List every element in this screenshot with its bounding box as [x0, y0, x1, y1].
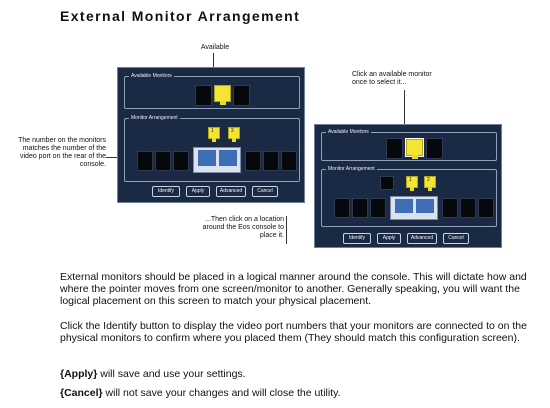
callout-number-matches: The number on the monitors matches the n…: [18, 137, 106, 168]
apply-label: {Apply}: [60, 368, 98, 380]
left-monitor-2[interactable]: 2: [228, 127, 240, 142]
left-available-monitors-group: Available Monitors: [124, 72, 300, 109]
right-available-monitors-group: Available Monitors: [321, 128, 497, 161]
left-apply-button[interactable]: Apply: [186, 186, 210, 197]
left-identify-button[interactable]: Identify: [152, 186, 180, 197]
right-slot-a[interactable]: [334, 198, 350, 218]
left-config-panel: Available Monitors Monitor Arrangement 1…: [117, 67, 305, 203]
left-cancel-button[interactable]: Cancel: [252, 186, 278, 197]
right-available-monitor-selected[interactable]: [405, 138, 424, 159]
right-monitor-2[interactable]: 2: [424, 176, 436, 191]
right-available-slot-2[interactable]: [426, 138, 443, 159]
callout-click-available: Click an available monitor once to selec…: [352, 71, 432, 86]
right-slot-c[interactable]: [370, 198, 386, 218]
left-available-slot-1[interactable]: [195, 85, 212, 106]
right-monitor-arrangement-group: Monitor Arrangement 1 2: [321, 165, 497, 227]
right-slot-f[interactable]: [478, 198, 494, 218]
paragraph-placement: External monitors should be placed in a …: [60, 271, 527, 307]
right-slot-e[interactable]: [460, 198, 476, 218]
right-available-slot-1[interactable]: [386, 138, 403, 159]
left-monitor-arrangement-label: Monitor Arrangement: [129, 114, 180, 122]
right-slot-top[interactable]: [380, 176, 394, 190]
right-slot-d[interactable]: [442, 198, 458, 218]
left-monitor-1[interactable]: 1: [208, 127, 220, 142]
callout-line-then-click: [286, 216, 287, 244]
left-slot-a[interactable]: [137, 151, 153, 171]
left-slot-f[interactable]: [281, 151, 297, 171]
left-available-slot-2[interactable]: [233, 85, 250, 106]
paragraph-cancel: {Cancel} will not save your changes and …: [60, 387, 530, 399]
callout-line-click-available: [404, 90, 405, 136]
right-console-image: [390, 196, 438, 220]
left-slot-e[interactable]: [263, 151, 279, 171]
right-monitor-1[interactable]: 1: [406, 176, 418, 191]
left-slot-c[interactable]: [173, 151, 189, 171]
left-console-image: [193, 147, 241, 173]
left-advanced-button[interactable]: Advanced: [216, 186, 246, 197]
left-available-monitor[interactable]: [214, 85, 231, 105]
right-identify-button[interactable]: Identify: [343, 233, 371, 244]
page-title: External Monitor Arrangement: [60, 8, 301, 24]
right-monitor-arrangement-label: Monitor Arrangement: [326, 165, 377, 173]
left-available-monitors-label: Available Monitors: [129, 72, 174, 80]
right-config-panel: Available Monitors Monitor Arrangement 1…: [314, 124, 502, 248]
left-monitor-arrangement-group: Monitor Arrangement 1 2: [124, 114, 300, 182]
apply-description: will save and use your settings.: [97, 368, 246, 380]
cancel-label: {Cancel}: [60, 387, 103, 399]
right-available-monitors-label: Available Monitors: [326, 128, 371, 136]
right-apply-button[interactable]: Apply: [377, 233, 401, 244]
right-slot-b[interactable]: [352, 198, 368, 218]
left-slot-d[interactable]: [245, 151, 261, 171]
right-advanced-button[interactable]: Advanced: [407, 233, 437, 244]
left-slot-b[interactable]: [155, 151, 171, 171]
paragraph-apply: {Apply} will save and use your settings.: [60, 368, 530, 380]
callout-available: Available: [200, 44, 230, 51]
callout-then-click: ...Then click on a location around the E…: [202, 216, 284, 239]
cancel-description: will not save your changes and will clos…: [102, 387, 341, 399]
paragraph-identify: Click the Identify button to display the…: [60, 320, 527, 344]
right-cancel-button[interactable]: Cancel: [443, 233, 469, 244]
